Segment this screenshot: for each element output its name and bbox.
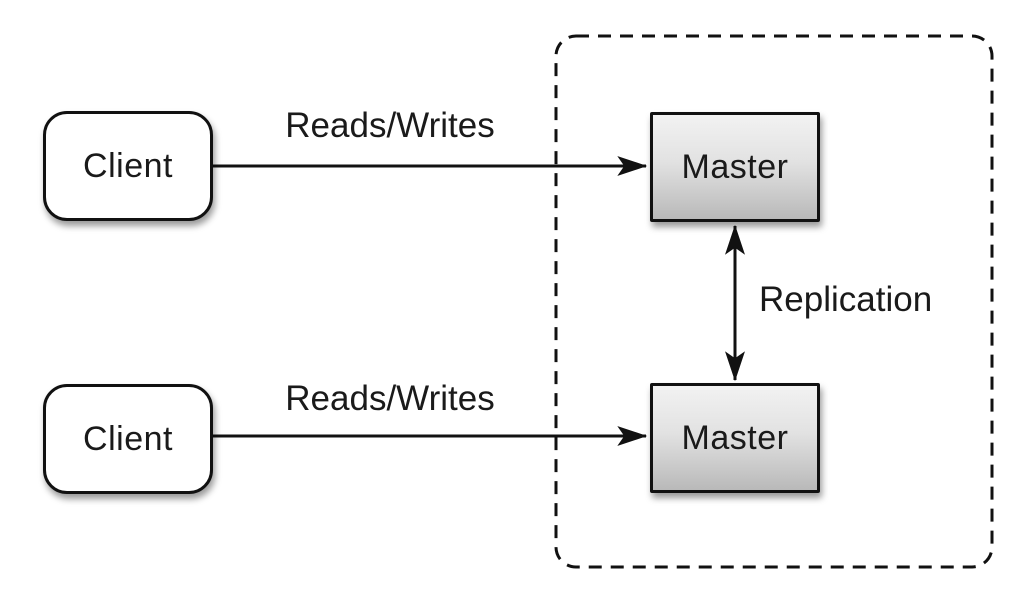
node-master-top-label: Master	[681, 147, 789, 186]
edge-label-reads-writes-bottom: Reads/Writes	[285, 379, 495, 418]
node-client-top: Client	[43, 111, 213, 221]
node-client-bottom-label: Client	[83, 419, 173, 458]
node-master-top: Master	[650, 112, 820, 222]
node-client-top-label: Client	[83, 146, 173, 185]
edge-label-replication: Replication	[759, 280, 933, 319]
node-client-bottom: Client	[43, 384, 213, 494]
edge-label-reads-writes-top: Reads/Writes	[285, 106, 495, 145]
node-master-bottom: Master	[650, 383, 820, 493]
replication-group-boundary	[554, 34, 994, 569]
node-master-bottom-label: Master	[681, 418, 789, 457]
